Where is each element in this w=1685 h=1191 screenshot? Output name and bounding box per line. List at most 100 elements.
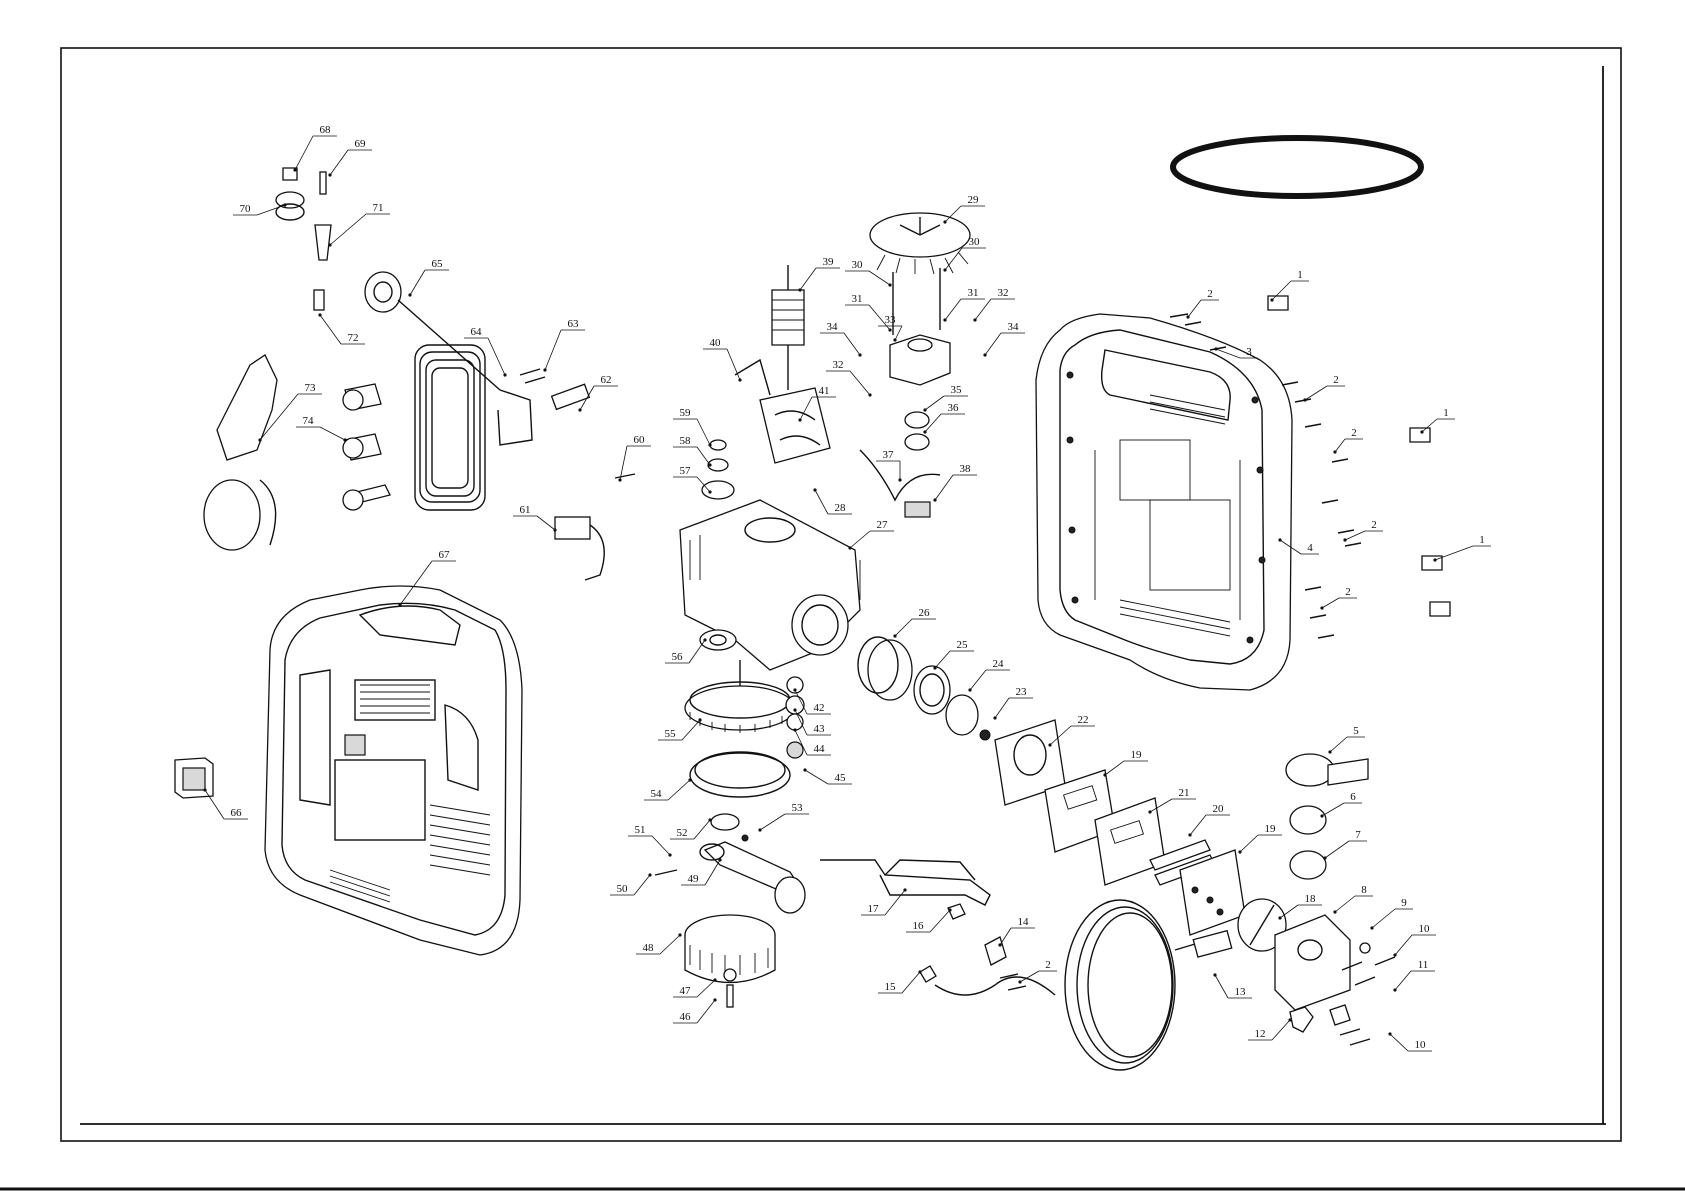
callout-leader: [330, 150, 348, 175]
callout-number: 66: [231, 807, 243, 819]
callout-number: 42: [814, 702, 825, 714]
callout-leader: [935, 475, 953, 500]
callout-number: 36: [948, 402, 960, 414]
callout-31: 31: [943, 287, 985, 322]
callout-number: 27: [877, 519, 889, 531]
callout-arrow: [943, 318, 946, 321]
callout-number: 56: [672, 651, 684, 663]
callout-arrow: [948, 908, 951, 911]
callout-number: 15: [885, 981, 897, 993]
callout-53: 53: [758, 802, 809, 832]
callout-leader: [660, 935, 680, 954]
callout-15: 15: [878, 970, 922, 993]
callout-arrow: [1320, 606, 1323, 609]
callout-number: 67: [439, 549, 451, 561]
callout-arrow: [923, 408, 926, 411]
front-housing-drawing: [265, 586, 522, 955]
callout-arrow: [1288, 1018, 1291, 1021]
callout-number: 69: [355, 138, 367, 150]
callout-arrow: [973, 318, 976, 321]
callout-number: 68: [320, 124, 332, 136]
callout-number: 58: [680, 435, 692, 447]
callout-number: 22: [1078, 714, 1089, 726]
callout-leader: [895, 326, 902, 340]
callout-65: 65: [408, 258, 449, 297]
callout-arrow: [888, 328, 891, 331]
callout-arrow: [283, 203, 286, 206]
callout-leader: [689, 640, 705, 663]
callout-leader: [970, 670, 986, 690]
callout-leader: [320, 315, 341, 344]
callout-number: 50: [617, 883, 629, 895]
callout-number: 49: [688, 873, 700, 885]
callout-2: 2: [1018, 959, 1057, 984]
callout-14: 14: [998, 916, 1035, 947]
callout-25: 25: [933, 639, 974, 670]
callout-10: 10: [1388, 1032, 1432, 1051]
callout-arrow: [203, 788, 206, 791]
callout-26: 26: [893, 607, 936, 638]
callout-2: 2: [1186, 288, 1219, 319]
callout-arrow: [1333, 450, 1336, 453]
callout-46: 46: [673, 998, 717, 1023]
callout-number: 12: [1255, 1028, 1266, 1040]
callout-number: 46: [680, 1011, 692, 1023]
callout-number: 31: [852, 293, 863, 305]
callout-2: 2: [1303, 374, 1345, 402]
callout-arrow: [713, 998, 716, 1001]
callout-arrow: [258, 438, 261, 441]
callout-leader: [488, 338, 505, 375]
callout-arrow: [408, 293, 411, 296]
callout-number: 30: [969, 236, 981, 248]
callout-number: 8: [1361, 884, 1367, 896]
callout-16: 16: [906, 908, 952, 932]
callout-leader: [1188, 300, 1201, 317]
callout-leader: [760, 814, 785, 830]
callout-number: 52: [677, 827, 688, 839]
callout-arrow: [1048, 743, 1051, 746]
callout-arrow: [848, 546, 851, 549]
callout-number: 2: [1207, 288, 1213, 300]
callout-arrow: [798, 418, 801, 421]
callout-leader: [697, 1000, 715, 1023]
callout-arrow: [1278, 916, 1281, 919]
callout-arrow: [858, 353, 861, 356]
callout-leader: [634, 875, 650, 895]
callout-1: 1: [1433, 534, 1491, 562]
callout-number: 26: [919, 607, 931, 619]
callout-19: 19: [1238, 823, 1282, 854]
callout-arrow: [933, 666, 936, 669]
callout-number: 17: [868, 903, 880, 915]
callout-arrow: [328, 173, 331, 176]
callout-33: 33: [878, 314, 902, 342]
callout-number: 25: [957, 639, 969, 651]
callout-7: 7: [1323, 829, 1367, 860]
switch-drawing: [175, 758, 213, 798]
callout-68: 68: [293, 124, 337, 172]
callout-number: 53: [792, 802, 804, 814]
callout-number: 32: [998, 287, 1009, 299]
callout-arrow: [1238, 850, 1241, 853]
callout-leader: [885, 890, 905, 915]
callout-number: 2: [1371, 519, 1377, 531]
callout-leader: [697, 419, 710, 445]
callout-arrow: [708, 443, 711, 446]
callout-number: 59: [680, 407, 692, 419]
callout-number: 7: [1355, 829, 1361, 841]
callout-arrow: [898, 478, 901, 481]
callout-number: 34: [1008, 321, 1020, 333]
callout-leader: [1345, 531, 1365, 540]
callout-number: 40: [710, 337, 722, 349]
callout-10: 10: [1393, 923, 1436, 957]
callout-2: 2: [1320, 586, 1357, 610]
callout-37: 37: [876, 449, 902, 482]
callout-number: 20: [1213, 803, 1225, 815]
callout-arrow: [328, 243, 331, 246]
callout-leader: [800, 268, 816, 290]
callout-50: 50: [610, 873, 652, 895]
callout-leader: [682, 720, 700, 740]
callout-number: 9: [1401, 897, 1407, 909]
callout-arrow: [668, 853, 671, 856]
callout-arrow: [888, 283, 891, 286]
callout-35: 35: [923, 384, 968, 412]
